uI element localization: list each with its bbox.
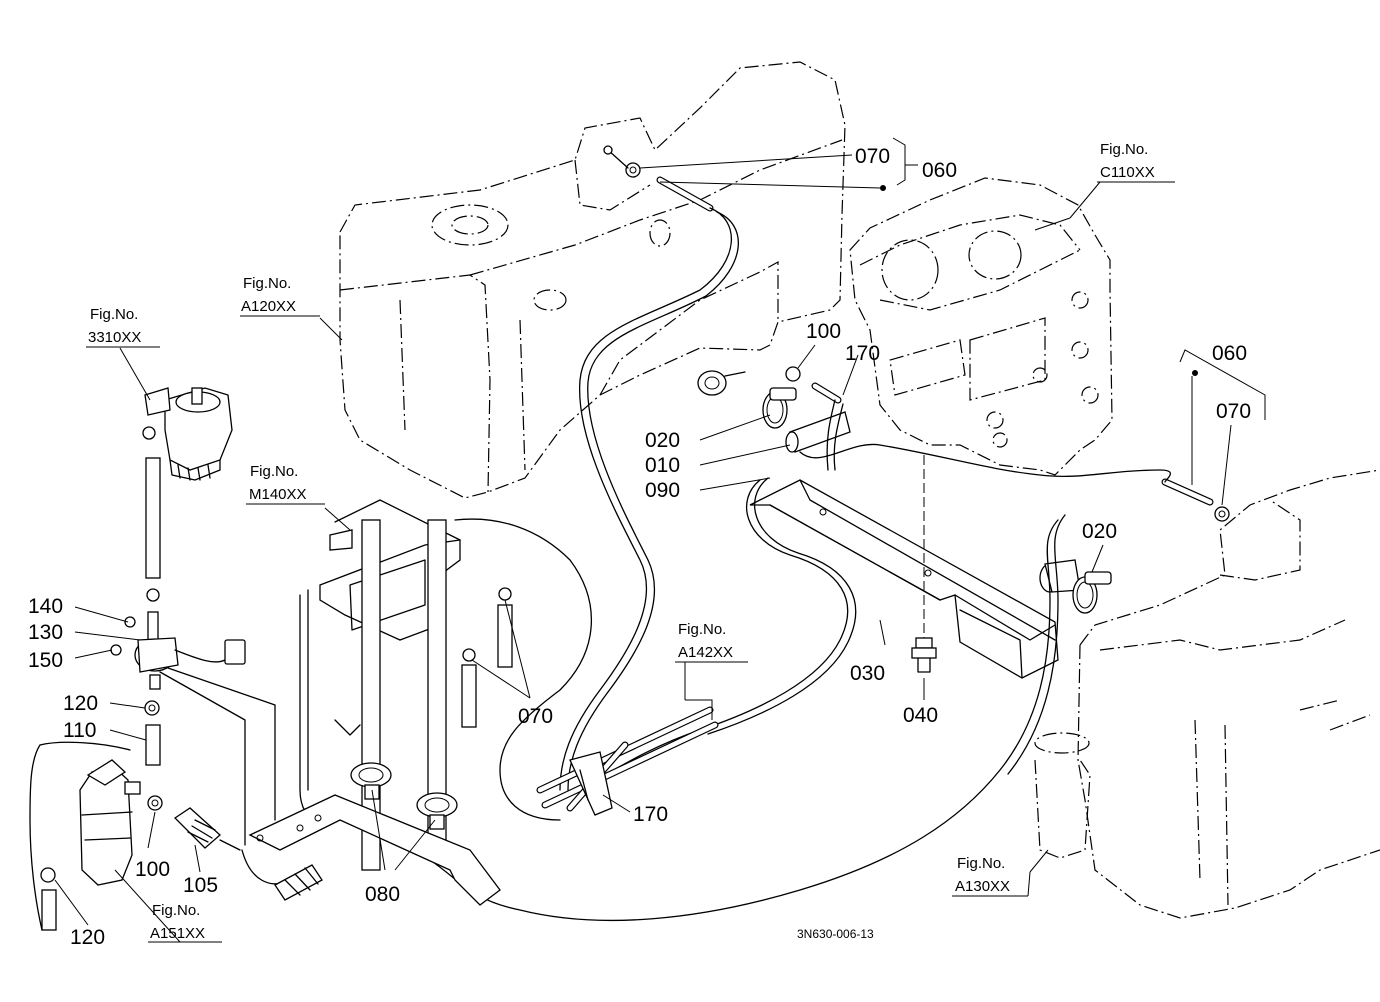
water-separator-a151 [79,759,141,886]
svg-text:Fig.No.: Fig.No. [90,306,138,323]
leader-lines [54,154,1232,943]
fuel-line-main [29,207,1172,931]
clamp-120-upper [144,700,160,716]
callout-100-lower: 100 [135,858,170,881]
fuel-pump-130 [110,611,246,690]
callout-040: 040 [903,704,938,727]
hose-120-lower [40,867,57,931]
callout-090: 090 [645,479,680,502]
callout-020-right: 020 [1082,520,1117,543]
hose-bundle-170 [536,699,719,816]
hose-110-upper [145,457,161,602]
tank-support-channel [749,479,1059,679]
callout-170-top: 170 [845,342,880,365]
callout-070-bracket: 070 [518,705,553,728]
pump-harness [159,667,276,846]
fig-ref-a151: Fig.No. A151XX [148,902,222,943]
hose-010 [785,411,1081,593]
svg-text:A130XX: A130XX [955,878,1010,895]
svg-text:Fig.No.: Fig.No. [250,463,298,480]
svg-text:M140XX: M140XX [249,486,307,503]
callout-120-lower: 120 [70,926,105,949]
callout-100-top: 100 [806,320,841,343]
callout-080: 080 [365,883,400,906]
bracket-060-right [1179,349,1266,485]
transmission-case-outline [849,177,1113,476]
callout-170-bundle: 170 [633,803,668,826]
svg-text:C110XX: C110XX [1100,164,1155,181]
callout-105: 105 [183,874,218,897]
harness-connector [274,864,323,901]
hose-clamp-020a [762,387,797,429]
callout-060-right: 060 [1212,342,1247,365]
svg-text:3310XX: 3310XX [88,329,141,346]
callout-060-top: 060 [922,159,957,182]
callout-140: 140 [28,595,63,618]
svg-text:A120XX: A120XX [241,298,296,315]
sub-tank-outline [1034,469,1380,919]
sensor-105 [173,807,241,851]
callout-130: 130 [28,621,63,644]
bolt-040 [911,455,937,673]
clamp-080 [350,762,458,830]
fig-ref-3310: Fig.No. 3310XX [86,306,160,348]
fig-ref-c110: Fig.No. C110XX [1069,141,1175,219]
callout-020-left: 020 [645,429,680,452]
svg-text:Fig.No.: Fig.No. [1100,141,1148,158]
callout-120-upper: 120 [63,692,98,715]
fitting-100-lower [147,795,163,811]
callout-150: 150 [28,649,63,672]
callout-010: 010 [645,454,680,477]
hose-110-lower [145,724,161,766]
tank-outlet-fitting [697,370,746,396]
hose-clamp-020b [1072,571,1112,614]
callout-110: 110 [63,719,96,742]
return-hose-070-top [603,145,714,212]
callout-070-right: 070 [1216,400,1251,423]
svg-text:Fig.No.: Fig.No. [152,902,200,919]
fig-ref-a130: Fig.No. A130XX [952,855,1031,897]
fig-ref-a142: Fig.No. A142XX [675,621,748,700]
return-hose-070-right [1161,478,1230,522]
callout-070-top: 070 [855,145,890,168]
fuel-filter-3310 [142,387,233,481]
hose-070-bracket [461,587,513,728]
svg-text:A151XX: A151XX [150,925,205,942]
svg-text:Fig.No.: Fig.No. [678,621,726,638]
callout-030: 030 [850,662,885,685]
fuel-tank-outline [339,61,846,499]
svg-text:Fig.No.: Fig.No. [243,275,291,292]
svg-text:A142XX: A142XX [678,644,733,661]
drawing-code: 3N630-006-13 [797,927,874,941]
bracket-060-top [892,137,918,186]
svg-text:Fig.No.: Fig.No. [957,855,1005,872]
fitting-100-top [785,366,844,471]
fig-ref-a120: Fig.No. A120XX [240,275,320,317]
fig-ref-m140: Fig.No. M140XX [246,463,325,505]
